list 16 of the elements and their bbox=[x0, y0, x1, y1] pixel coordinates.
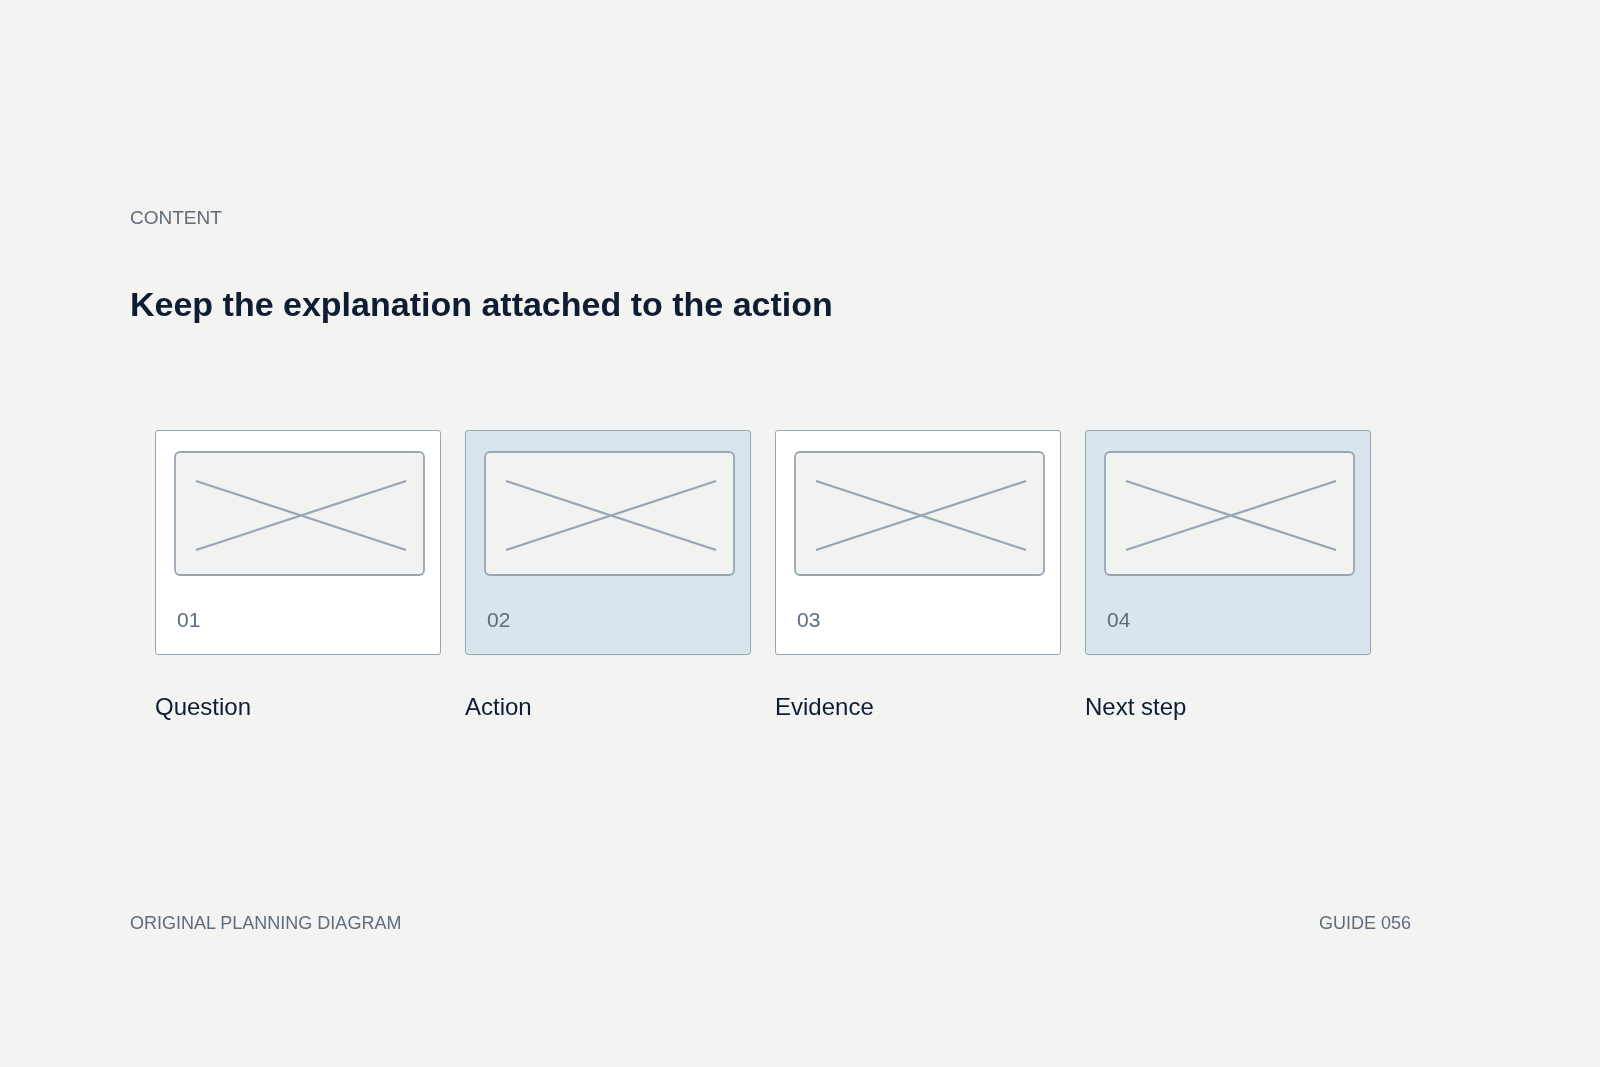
title: Keep the explanation attached to the action bbox=[130, 284, 833, 324]
card bbox=[155, 430, 441, 655]
step-label: Next step bbox=[1085, 692, 1187, 722]
eyebrow-text: CONTENT bbox=[130, 207, 222, 229]
step-number: 04 bbox=[1107, 608, 1131, 632]
step-number: 03 bbox=[797, 608, 821, 632]
step-label: Question bbox=[155, 692, 252, 722]
card bbox=[465, 430, 751, 655]
footer-text: GUIDE 056 bbox=[1318, 912, 1411, 934]
footer-text: ORIGINAL PLANNING DIAGRAM bbox=[130, 912, 402, 934]
step-label: Evidence bbox=[775, 692, 874, 722]
step-label: Action bbox=[465, 692, 532, 722]
step-number: 02 bbox=[487, 608, 511, 632]
card bbox=[1085, 430, 1371, 655]
step-number: 01 bbox=[177, 608, 201, 632]
card bbox=[775, 430, 1061, 655]
